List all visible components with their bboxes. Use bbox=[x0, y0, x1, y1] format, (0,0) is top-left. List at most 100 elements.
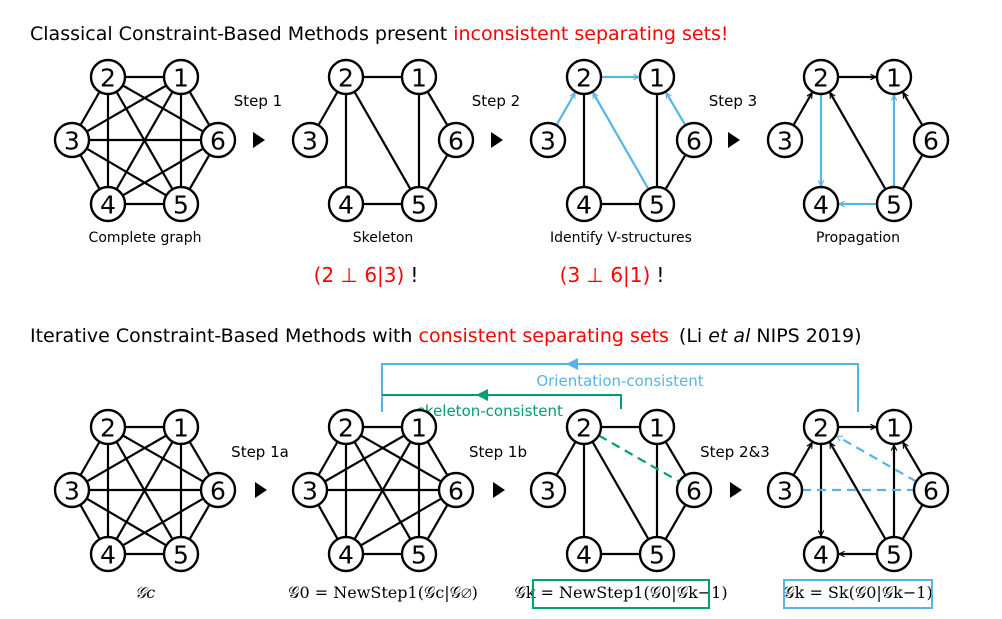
node-label: 6 bbox=[210, 477, 226, 506]
step-label-top-2: Step 2 bbox=[472, 92, 520, 110]
node-circle bbox=[89, 58, 127, 96]
node-label: 5 bbox=[886, 541, 902, 570]
node-6: 6 bbox=[199, 121, 237, 159]
step-arrow-icon bbox=[255, 482, 267, 498]
node-label: 3 bbox=[777, 127, 793, 156]
node-3: 3 bbox=[53, 471, 91, 509]
loop-arrow-icon bbox=[566, 358, 578, 370]
node-4: 4 bbox=[327, 535, 365, 573]
node-label: 3 bbox=[540, 477, 556, 506]
node-2: 2 bbox=[802, 408, 840, 446]
node-4: 4 bbox=[565, 185, 603, 223]
node-label: 3 bbox=[302, 127, 318, 156]
edge-6-5 bbox=[427, 154, 449, 189]
node-label: 5 bbox=[411, 191, 427, 220]
node-label: 4 bbox=[813, 191, 829, 220]
node-label: 6 bbox=[686, 477, 702, 506]
node-label: 6 bbox=[448, 477, 464, 506]
edge-2-5 bbox=[591, 441, 649, 539]
node-label: 1 bbox=[649, 64, 665, 93]
citation-suffix: NIPS 2019) bbox=[750, 325, 861, 347]
node-4: 4 bbox=[565, 535, 603, 573]
edge-1-6 bbox=[426, 441, 448, 476]
node-label: 3 bbox=[540, 127, 556, 156]
graph-caption: 𝒢k = Sk(𝒢0|𝒢k−1) bbox=[783, 583, 932, 602]
node-circle bbox=[565, 58, 603, 96]
node-label: 2 bbox=[100, 414, 116, 443]
node-label: 1 bbox=[173, 414, 189, 443]
node-circle bbox=[327, 408, 365, 446]
edge-3-2 bbox=[792, 93, 814, 126]
edge-5-6 bbox=[188, 155, 210, 190]
node-5: 5 bbox=[875, 185, 913, 223]
node-circle bbox=[291, 121, 329, 159]
node-circle bbox=[89, 408, 127, 446]
node-circle bbox=[89, 535, 127, 573]
orientation-consistent-loop: Orientation-consistent bbox=[381, 358, 859, 412]
node-label: 2 bbox=[813, 414, 829, 443]
step-label-top-1: Step 1 bbox=[234, 92, 282, 110]
node-6: 6 bbox=[675, 121, 713, 159]
node-5: 5 bbox=[400, 185, 438, 223]
node-label: 5 bbox=[886, 191, 902, 220]
top-title: Classical Constraint-Based Methods prese… bbox=[30, 23, 729, 45]
node-circle bbox=[400, 58, 438, 96]
step-label-bottom-2: Step 1b bbox=[469, 443, 527, 461]
node-circle bbox=[802, 58, 840, 96]
node-label: 3 bbox=[64, 477, 80, 506]
step-arrow-icon bbox=[728, 132, 740, 148]
graph-caption: Skeleton bbox=[353, 230, 414, 246]
node-circle bbox=[162, 185, 200, 223]
orientation-consistent-label: Orientation-consistent bbox=[536, 372, 703, 390]
node-circle bbox=[638, 185, 676, 223]
node-2: 2 bbox=[327, 58, 365, 96]
node-6: 6 bbox=[912, 471, 950, 509]
step-label-bottom-1: Step 1a bbox=[231, 443, 289, 461]
node-label: 5 bbox=[649, 191, 665, 220]
graph-caption: Identify V-structures bbox=[550, 230, 692, 246]
node-5: 5 bbox=[875, 535, 913, 573]
top-title-highlight: inconsistent separating sets! bbox=[453, 23, 728, 45]
node-4: 4 bbox=[327, 185, 365, 223]
citation-italic: et al bbox=[708, 325, 751, 347]
citation-prefix: (Li bbox=[679, 325, 708, 347]
node-label: 2 bbox=[813, 64, 829, 93]
node-label: 1 bbox=[411, 64, 427, 93]
node-label: 5 bbox=[173, 541, 189, 570]
edge-3-2 bbox=[792, 443, 814, 476]
node-4: 4 bbox=[802, 535, 840, 573]
node-label: 1 bbox=[411, 414, 427, 443]
edge-6-1 bbox=[665, 93, 687, 126]
edge-6-5 bbox=[902, 154, 924, 189]
edge-3-4 bbox=[317, 504, 339, 539]
node-6: 6 bbox=[437, 121, 475, 159]
edge-2-6 bbox=[598, 434, 679, 483]
node-circle bbox=[802, 535, 840, 573]
edge-6-5 bbox=[665, 504, 687, 539]
node-label: 5 bbox=[649, 541, 665, 570]
node-1: 1 bbox=[875, 408, 913, 446]
node-3: 3 bbox=[766, 471, 804, 509]
edge-1-6 bbox=[188, 91, 210, 126]
node-3: 3 bbox=[766, 121, 804, 159]
edge-3-4 bbox=[79, 154, 101, 189]
node-3: 3 bbox=[291, 471, 329, 509]
node-circle bbox=[565, 185, 603, 223]
node-label: 4 bbox=[576, 191, 592, 220]
skeleton-consistent-loop: skeleton-consistent bbox=[382, 389, 622, 420]
node-circle bbox=[437, 121, 475, 159]
node-label: 1 bbox=[886, 64, 902, 93]
inconsistency-1: (2 ⊥ 6|3)! bbox=[314, 263, 419, 287]
node-circle bbox=[802, 408, 840, 446]
node-4: 4 bbox=[802, 185, 840, 223]
node-label: 3 bbox=[302, 477, 318, 506]
node-3: 3 bbox=[291, 121, 329, 159]
node-6: 6 bbox=[912, 121, 950, 159]
node-1: 1 bbox=[162, 408, 200, 446]
